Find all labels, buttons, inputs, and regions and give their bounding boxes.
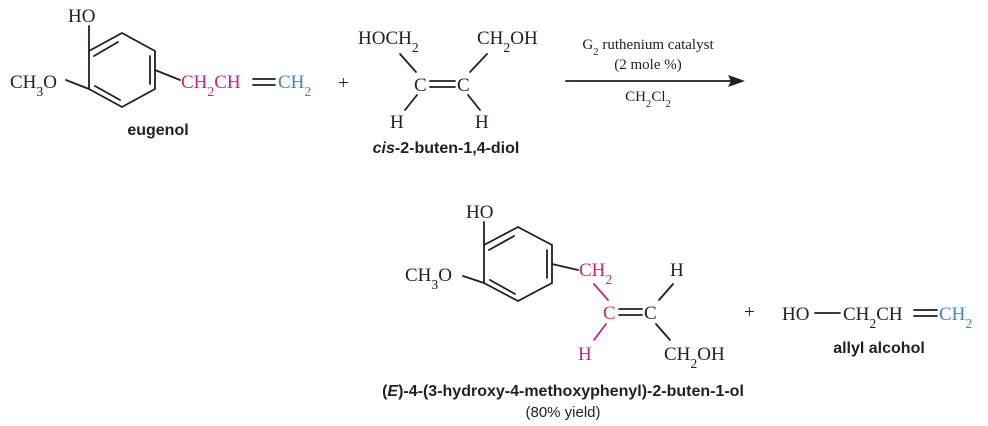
product-ome-bond <box>462 275 485 284</box>
product-inner-double-bond <box>488 235 515 251</box>
product-h-to-c-bond <box>658 283 674 301</box>
product-benzene-ring <box>483 225 553 303</box>
eugenol-inner-double-bond <box>93 41 119 57</box>
product-hydrogen-bottom: H <box>578 344 592 365</box>
product-name-open: ( <box>382 383 388 400</box>
product-yield: (80% yield) <box>525 404 600 421</box>
eugenol-inner-double-bond <box>94 85 121 101</box>
butenediol-name-rest: -2-buten-1,4-diol <box>395 140 519 157</box>
product-hydrogen-top: H <box>670 260 684 281</box>
product-structure: HO CH3O CH2 H C C H CH2OH (E)-4-(3-hydro… <box>382 202 744 421</box>
catalyst-condition: G2 ruthenium catalyst <box>582 37 714 58</box>
eugenol-structure: HO CH3O CH2CH CH2 eugenol <box>10 6 311 139</box>
reaction-arrow-group: G2 ruthenium catalyst (2 mole %) CH2Cl2 <box>565 37 745 110</box>
product-name-italic: E <box>387 383 399 400</box>
product-ch2oh: CH2OH <box>664 344 725 371</box>
butenediol-name: cis-2-buten-1,4-diol <box>373 140 520 157</box>
butenediol-hoch2: HOCH2 <box>358 28 419 55</box>
plus-sign: + <box>338 73 349 94</box>
allyl-hydroxyl: HO <box>782 304 809 325</box>
product-name-rest: )-4-(3-hydroxy-4-methoxyphenyl)-2-buten-… <box>398 383 744 400</box>
product-hydroxyl: HO <box>466 202 493 223</box>
eugenol-chain-ch2ch: CH2CH <box>181 72 241 99</box>
butenediol-bond <box>404 94 418 111</box>
product-methoxy: CH3O <box>405 265 452 292</box>
allyl-terminal-ch2: CH2 <box>939 304 972 331</box>
product-ch2-to-c-bond <box>593 283 609 301</box>
butenediol-bond <box>469 53 488 73</box>
allyl-alcohol-structure: HO CH2CH CH2 allyl alcohol <box>782 304 972 357</box>
butenediol-ch2oh: CH2OH <box>477 28 538 55</box>
butenediol-carbon-right: C <box>457 75 470 96</box>
butenediol-bond <box>467 94 481 111</box>
eugenol-benzene-ring <box>88 31 156 109</box>
eugenol-methoxy: CH3O <box>10 72 57 99</box>
butenediol-hydrogen-left: H <box>390 112 404 133</box>
product-aryl-bond <box>551 263 579 271</box>
plus-sign-products: + <box>744 302 755 323</box>
eugenol-name: eugenol <box>127 122 188 139</box>
solvent-condition: CH2Cl2 <box>625 89 671 110</box>
eugenol-hydroxyl: HO <box>68 6 95 27</box>
product-inner-double-bond <box>489 279 516 295</box>
product-c-to-ch2oh-bond <box>655 323 671 341</box>
eugenol-ome-bond <box>65 79 90 90</box>
allyl-ch2ch: CH2CH <box>843 304 903 331</box>
catalyst-loading: (2 mole %) <box>614 57 681 73</box>
allyl-alcohol-name: allyl alcohol <box>833 340 925 357</box>
product-carbon-left: C <box>603 303 616 324</box>
butenediol-name-italic: cis <box>373 140 395 157</box>
butenediol-carbon-left: C <box>414 75 427 96</box>
reaction-arrowhead <box>728 75 745 87</box>
butenediol-structure: HOCH2 CH2OH C C H H cis-2-buten-1,4-diol <box>358 28 538 157</box>
product-name: (E)-4-(3-hydroxy-4-methoxyphenyl)-2-bute… <box>382 383 744 400</box>
product-carbon-right: C <box>644 303 657 324</box>
eugenol-chain-bond <box>154 69 181 81</box>
butenediol-hydrogen-right: H <box>475 112 489 133</box>
butenediol-bond <box>399 53 417 73</box>
eugenol-chain-terminal-ch2: CH2 <box>278 72 311 99</box>
product-ch2: CH2 <box>579 260 612 287</box>
product-c-to-h-bond <box>593 323 607 341</box>
